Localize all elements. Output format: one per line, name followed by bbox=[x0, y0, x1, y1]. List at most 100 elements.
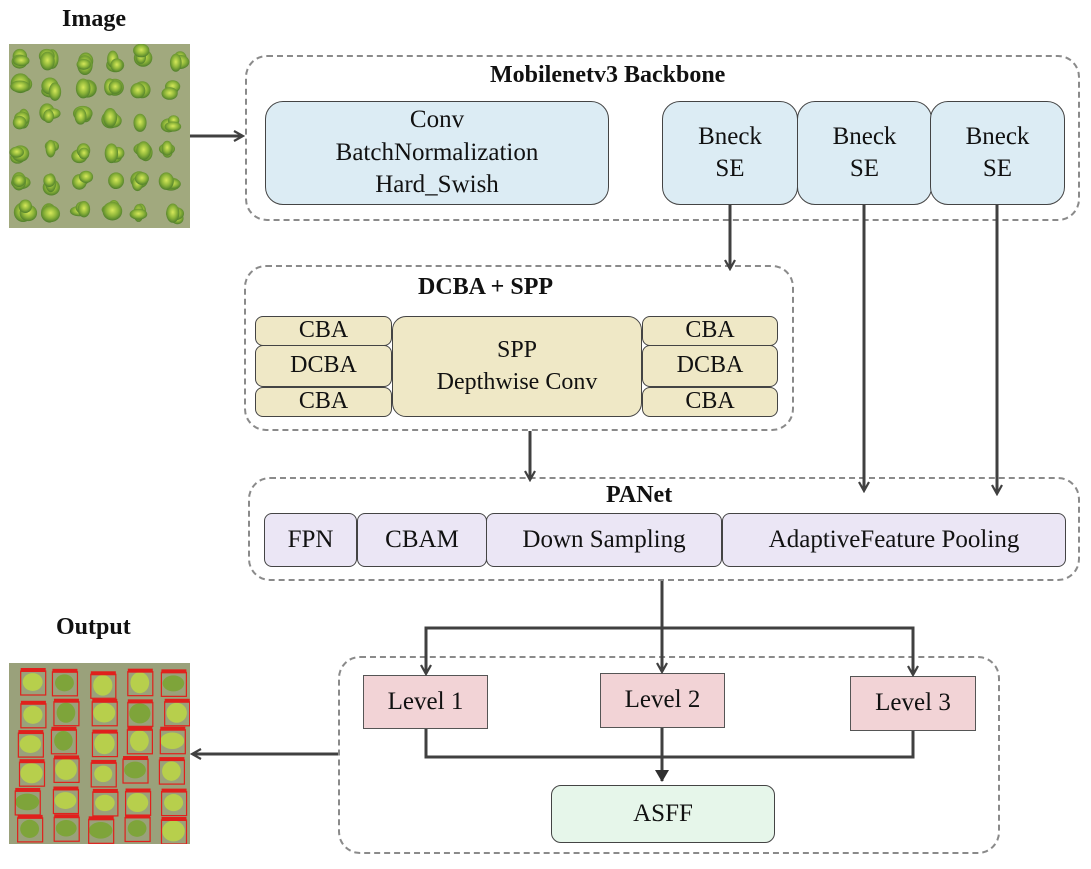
plant-blob bbox=[79, 170, 94, 183]
plant-blob bbox=[94, 732, 115, 755]
bneck-label: Bneck bbox=[965, 122, 1030, 150]
detection-label-tag bbox=[161, 669, 187, 674]
plant-blob bbox=[12, 174, 26, 187]
plant-blob bbox=[54, 731, 73, 751]
plant-blob bbox=[130, 672, 150, 694]
detection-label-tag bbox=[15, 787, 41, 792]
level-2-block: Level 2 bbox=[600, 673, 725, 728]
detection-label-tag bbox=[53, 786, 79, 791]
depthwise-conv-line: Depthwise Conv bbox=[436, 368, 598, 395]
plant-blob bbox=[48, 82, 62, 101]
plant-blob bbox=[133, 44, 150, 58]
plant-blob bbox=[129, 208, 148, 220]
detection-label-tag bbox=[127, 726, 153, 731]
plant-blob bbox=[95, 794, 115, 812]
fpn-block: FPN bbox=[264, 513, 357, 567]
plant-blob bbox=[126, 792, 149, 813]
detection-label-tag bbox=[125, 788, 151, 793]
stem-block: Conv BatchNormalization Hard_Swish bbox=[265, 101, 609, 205]
plant-blob bbox=[129, 730, 149, 752]
level-merge-line bbox=[424, 729, 915, 759]
plant-blob bbox=[40, 51, 55, 71]
plant-blob bbox=[108, 80, 122, 94]
right-cba-bottom: CBA bbox=[642, 387, 778, 417]
input-image-label: Image bbox=[62, 6, 126, 32]
backbone-title: Mobilenetv3 Backbone bbox=[490, 62, 726, 88]
level-1-block: Level 1 bbox=[363, 675, 488, 729]
detection-label-tag bbox=[161, 788, 187, 793]
stem-line-activation: Hard_Swish bbox=[375, 171, 499, 199]
plant-blob bbox=[9, 146, 24, 158]
aerial-crop-field-image bbox=[9, 44, 190, 228]
detection-label-tag bbox=[53, 698, 79, 703]
plant-blob bbox=[104, 143, 119, 164]
dcba-spp-title: DCBA + SPP bbox=[418, 274, 554, 300]
se-label: SE bbox=[982, 155, 1013, 182]
plant-blob bbox=[127, 820, 147, 837]
detection-label-tag bbox=[54, 755, 80, 760]
right-cba-top: CBA bbox=[642, 316, 778, 346]
detection-label-tag bbox=[127, 668, 153, 673]
output-image-label: Output bbox=[56, 614, 131, 640]
plant-blob bbox=[124, 761, 146, 779]
detection-label-tag bbox=[19, 759, 45, 764]
plant-blob bbox=[94, 765, 113, 783]
plant-blob bbox=[10, 80, 30, 93]
plant-blob bbox=[108, 172, 125, 189]
detection-label-tag bbox=[123, 756, 149, 761]
plant-blob bbox=[164, 794, 184, 812]
plant-blob bbox=[19, 735, 42, 753]
plant-blob bbox=[102, 201, 123, 221]
dcba-spp-group bbox=[244, 265, 794, 431]
panet-title: PANet bbox=[606, 482, 673, 508]
aerial-crop-detections-image bbox=[9, 663, 190, 844]
detection-label-tag bbox=[125, 814, 151, 819]
plant-blob bbox=[77, 201, 91, 218]
plant-blob bbox=[23, 705, 43, 724]
plant-blob bbox=[76, 58, 91, 70]
cbam-block: CBAM bbox=[357, 513, 487, 567]
plant-blob bbox=[20, 819, 40, 838]
plant-blob bbox=[162, 675, 185, 692]
detection-label-tag bbox=[52, 668, 78, 673]
detection-label-tag bbox=[92, 698, 118, 703]
detection-label-tag bbox=[17, 814, 43, 819]
bneck-label: Bneck bbox=[698, 122, 762, 150]
plant-blob bbox=[162, 820, 185, 842]
adaptive-feature-pooling-block: AdaptiveFeature Pooling bbox=[722, 513, 1066, 567]
plant-blob bbox=[55, 758, 77, 780]
plant-blob bbox=[43, 173, 56, 187]
plant-blob bbox=[161, 87, 178, 100]
detection-label-tag bbox=[54, 814, 80, 819]
detection-label-tag bbox=[91, 759, 117, 764]
plant-blob bbox=[103, 108, 118, 128]
plant-blob bbox=[41, 205, 61, 223]
detection-label-tag bbox=[88, 816, 114, 821]
detection-label-tag bbox=[20, 700, 46, 705]
detection-label-tag bbox=[92, 788, 118, 793]
plant-blob bbox=[45, 139, 56, 158]
detection-label-tag bbox=[127, 699, 153, 704]
detection-label-tag bbox=[164, 698, 190, 703]
asff-block: ASFF bbox=[551, 785, 775, 843]
stem-line-batchnorm: BatchNormalization bbox=[335, 138, 539, 166]
se-label: SE bbox=[849, 155, 880, 182]
plant-blob bbox=[169, 53, 182, 72]
plant-blob bbox=[15, 793, 40, 811]
left-cba-bottom: CBA bbox=[255, 387, 392, 417]
plant-blob bbox=[75, 78, 91, 99]
plant-blob bbox=[93, 674, 113, 696]
plant-blob bbox=[22, 673, 43, 691]
plant-blob bbox=[129, 703, 151, 724]
plant-blob bbox=[134, 172, 149, 185]
plant-blob bbox=[78, 147, 90, 160]
plant-blob bbox=[110, 58, 124, 73]
plant-blob bbox=[164, 121, 182, 132]
plant-blob bbox=[43, 109, 54, 123]
plant-blob bbox=[162, 761, 181, 781]
detection-label-tag bbox=[92, 729, 118, 734]
plant-blob bbox=[166, 203, 180, 223]
level-3-block: Level 3 bbox=[850, 676, 976, 731]
plant-blob bbox=[88, 822, 113, 839]
